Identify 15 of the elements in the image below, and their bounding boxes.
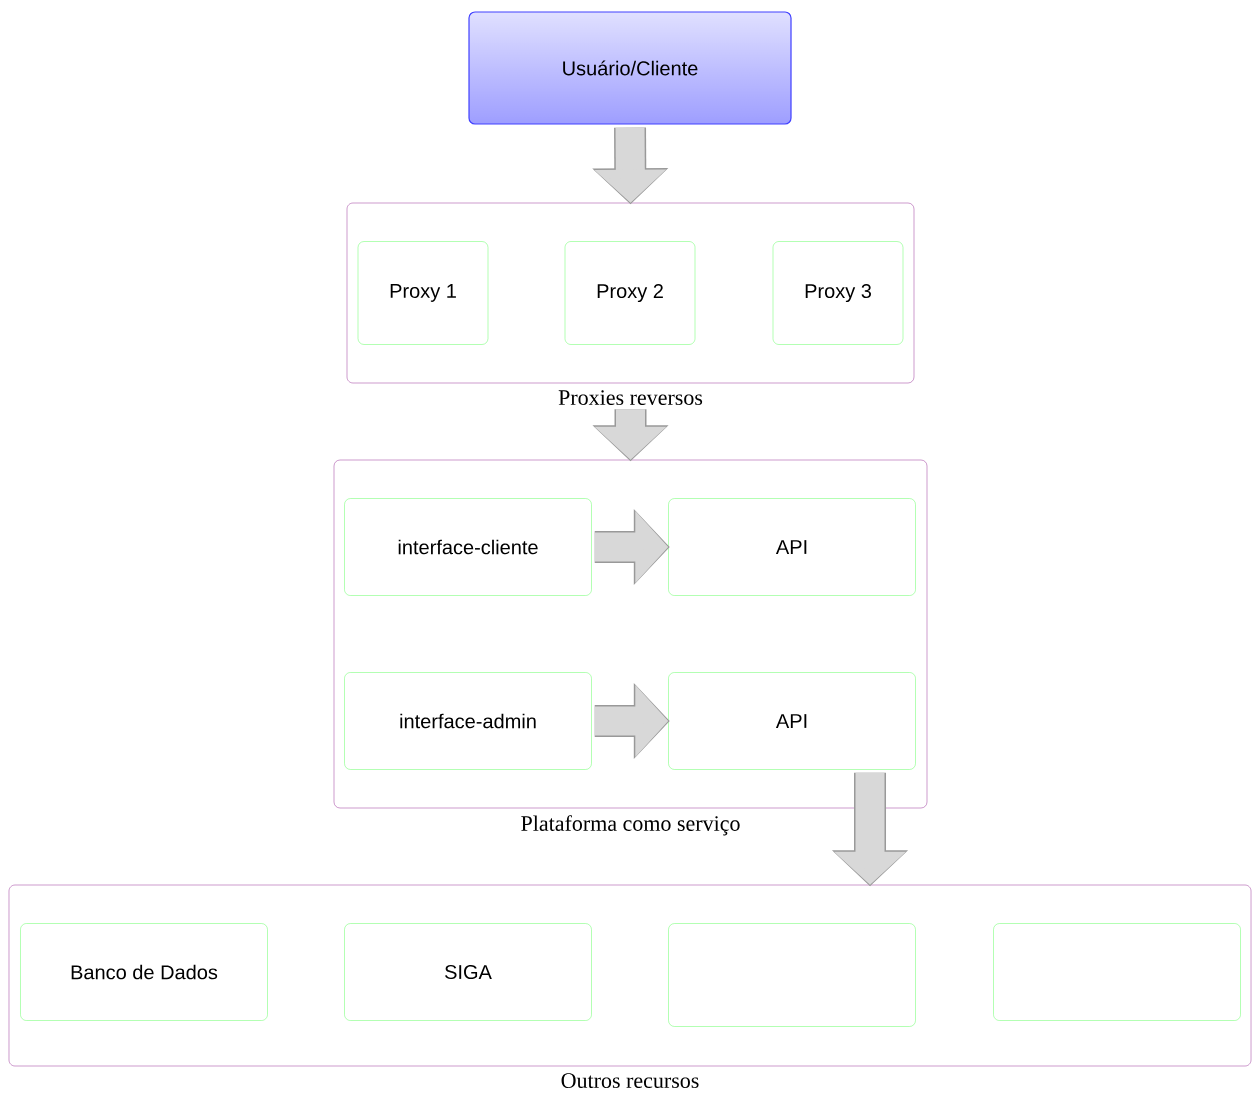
component-box: SIGA	[344, 923, 592, 1021]
component-box	[668, 923, 916, 1027]
node-label: Plataforma como serviço	[521, 815, 740, 836]
component-box: Proxy 1	[357, 241, 489, 345]
component-box: Proxy 2	[564, 241, 696, 345]
component-box: Proxy 3	[772, 241, 904, 345]
node-label: Proxies reversos	[558, 390, 703, 405]
component-box: API	[668, 672, 916, 770]
node-label: Outros recursos	[561, 1073, 699, 1088]
component-box: interface-cliente	[344, 498, 592, 596]
client-box: Usuário/Cliente	[468, 11, 792, 125]
component-box: Banco de Dados	[20, 923, 268, 1021]
component-box: interface-admin	[344, 672, 592, 770]
component-box: API	[668, 498, 916, 596]
component-box	[993, 923, 1241, 1021]
